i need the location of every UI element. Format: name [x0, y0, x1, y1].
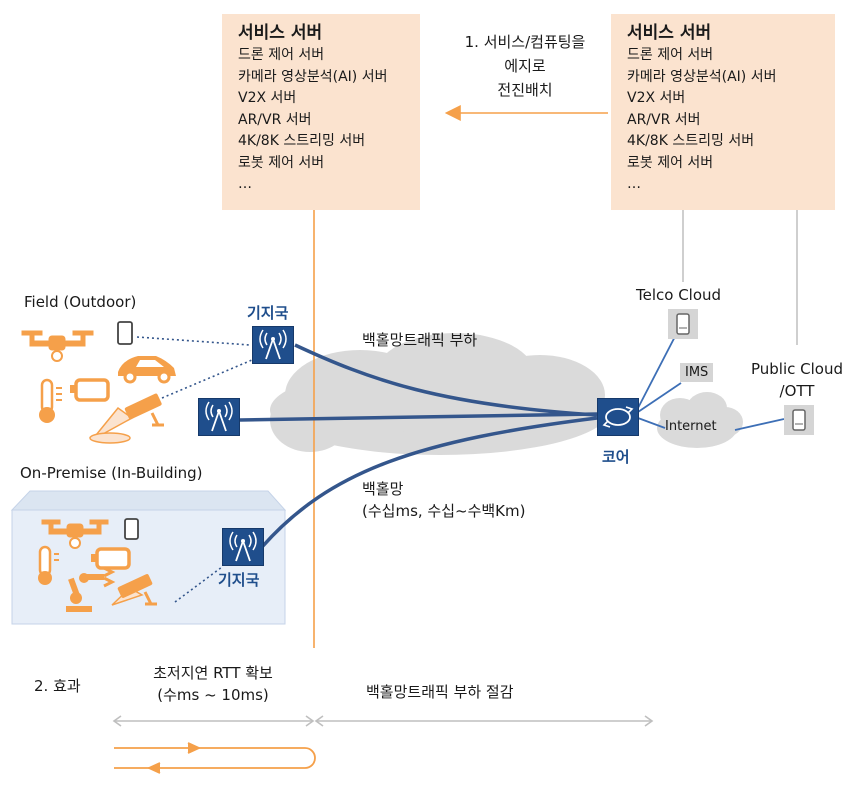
effect-label: 2. 효과	[34, 677, 81, 695]
backhaul-label: 백홀망 (수십ms, 수십~수백Km)	[362, 478, 525, 522]
left-server-item: V2X 서버	[238, 90, 297, 106]
deploy-label-line: 1. 서비스/컴퓨팅을	[464, 33, 586, 51]
base-station-top-label: 기지국	[247, 304, 289, 322]
right-server-item: AR/VR 서버	[627, 111, 701, 128]
round-trip-arrow	[114, 742, 316, 774]
cctv-camera-icon-onprem	[111, 574, 157, 606]
ims-label: IMS	[680, 363, 714, 382]
base-station-icon	[198, 398, 240, 436]
core-icon	[597, 398, 639, 436]
public-cloud-label-line: Public Cloud	[750, 360, 843, 378]
left-server-item: 드론 제어 서버	[238, 47, 325, 63]
backhaul-label-line: 백홀망	[362, 480, 404, 498]
right-service-server-box: 서비스 서버 드론 제어 서버 카메라 영상분석(AI) 서버 V2X 서버 A…	[611, 14, 835, 210]
left-server-item: 4K/8K 스트리밍 서버	[238, 133, 366, 149]
core-internet-link	[637, 417, 666, 429]
right-server-item: 드론 제어 서버	[627, 47, 714, 63]
backhaul-line-top	[294, 343, 598, 417]
device-link-1	[136, 336, 251, 346]
right-server-item: 4K/8K 스트리밍 서버	[627, 133, 755, 149]
right-server-item: 카메라 영상분석(AI) 서버	[627, 68, 777, 85]
traffic-arrow	[314, 715, 654, 727]
smartphone-icon	[117, 321, 133, 345]
latency-arrow	[112, 715, 315, 727]
base-station-bottom-label: 기지국	[218, 571, 260, 589]
backhaul-traffic-label: 백홀망트래픽 부하	[362, 331, 478, 349]
low-latency-label-line: (수ms ~ 10ms)	[157, 686, 269, 704]
left-service-server-box: 서비스 서버 드론 제어 서버 카메라 영상분석(AI) 서버 V2X 서버 A…	[222, 14, 420, 210]
base-station-icon	[222, 528, 264, 566]
right-server-title: 서비스 서버	[627, 23, 712, 43]
base-station-icon	[252, 326, 294, 364]
internet-public-link	[734, 418, 785, 431]
backhaul-line-bottom	[260, 416, 598, 549]
low-latency-label-line: 초저지연 RTT 확보	[153, 664, 273, 682]
left-server-item: AR/VR 서버	[238, 111, 312, 128]
vr-headset-icon	[70, 378, 110, 402]
field-outdoor-label: Field (Outdoor)	[24, 293, 137, 311]
internet-cloud	[657, 392, 743, 448]
deploy-label-line: 전진배치	[497, 81, 553, 99]
traffic-reduction-label: 백홀망트래픽 부하 절감	[366, 683, 514, 701]
drone-icon-onprem	[41, 519, 109, 549]
deploy-label-line: 에지로	[504, 57, 546, 75]
robot-arm-icon	[66, 566, 116, 612]
right-server-item: …	[627, 176, 641, 192]
thermometer-icon-onprem	[38, 545, 59, 585]
core-label: 코어	[602, 448, 630, 466]
deploy-label: 1. 서비스/컴퓨팅을 에지로 전진배치	[440, 30, 610, 102]
vr-headset-icon-onprem	[91, 547, 131, 570]
server-icon	[668, 309, 698, 339]
public-cloud-label: Public Cloud /OTT	[738, 358, 856, 402]
backhaul-label-line: (수십ms, 수십~수백Km)	[362, 502, 526, 520]
internet-label: Internet	[665, 419, 717, 434]
thermometer-icon	[39, 378, 62, 423]
onprem-label: On-Premise (In-Building)	[20, 464, 203, 482]
public-cloud-label-line: /OTT	[779, 382, 815, 400]
server-icon	[784, 405, 814, 435]
left-server-item: 로봇 제어 서버	[238, 154, 325, 171]
device-link-2	[161, 359, 253, 399]
drone-icon	[21, 330, 94, 362]
left-server-title: 서비스 서버	[238, 23, 323, 43]
right-server-item: V2X 서버	[627, 90, 686, 106]
right-server-item: 로봇 제어 서버	[627, 154, 714, 171]
cctv-camera-icon	[89, 393, 164, 444]
left-server-item: …	[238, 176, 252, 192]
low-latency-label: 초저지연 RTT 확보 (수ms ~ 10ms)	[118, 662, 308, 706]
core-ims-link	[637, 382, 682, 413]
backhaul-line-mid	[239, 412, 598, 422]
smartphone-icon-onprem	[124, 518, 139, 540]
car-icon	[118, 356, 176, 384]
left-server-item: 카메라 영상분석(AI) 서버	[238, 68, 388, 85]
telco-cloud-label: Telco Cloud	[636, 286, 722, 304]
